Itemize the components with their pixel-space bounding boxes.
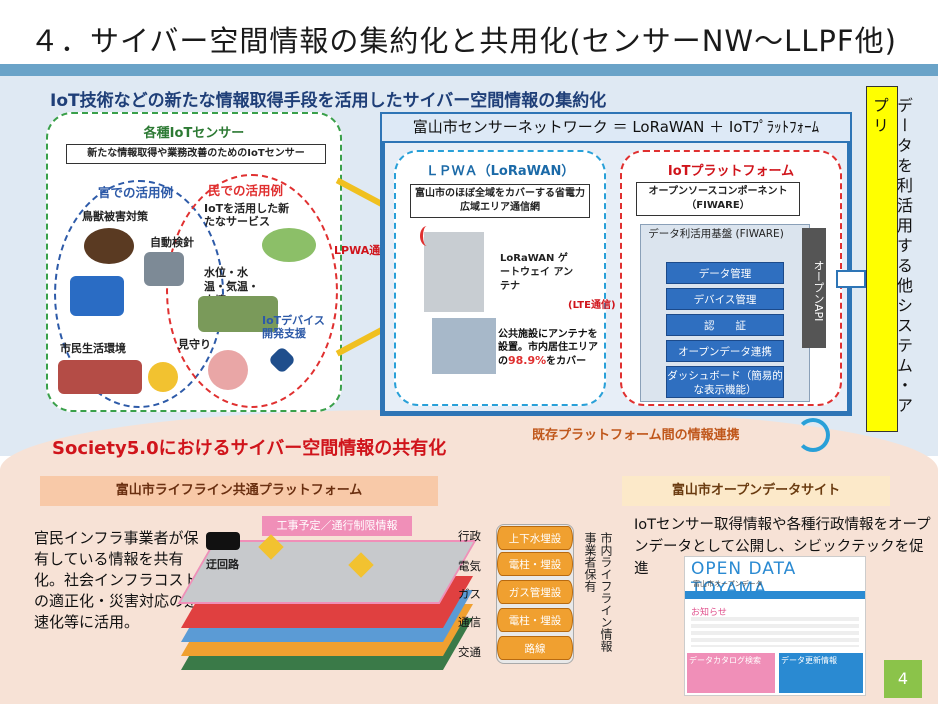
bus-icon [206,532,240,550]
child-icon [148,362,178,392]
layer-pole-2: 電柱・埋設 [497,608,573,632]
operator-vertical-label: 事業者保有 [583,532,597,592]
open-api-bar: オープンAPI [802,228,826,348]
sensor-item-wildlife: 鳥獣被害対策 [82,210,148,223]
detour-label: 迂回路 [206,558,239,571]
sector-electric: 電気 [458,559,481,573]
coverage-text: 公共施設にアンテナを設置。市内居住エリアの98.9%をカバー [498,328,602,368]
site-nav [685,591,865,599]
elderly-icon [208,350,248,390]
site-subtitle: 富山市オープンデータ [693,580,763,588]
gov-label: 官での活用例 [98,185,174,200]
fiware-base-label: データ利活用基盤 (FIWARE) [648,228,784,240]
device-management-button[interactable]: デバイス管理 [666,288,784,310]
truck-icon [70,276,124,316]
sector-telecom: 通信 [458,615,481,629]
opendata-title: 富山市オープンデータサイト [622,476,890,506]
section2-heading: Society5.0におけるサイバー空間情報の共有化 [52,438,447,459]
sector-gas: ガス [458,587,481,601]
lte-link-label: (LTE通信) [568,300,616,311]
antenna-icon [424,232,484,312]
sensor-item-service: IoTを活用した新たなサービス [204,202,290,228]
private-usage-circle [166,174,338,408]
sensor-item-device: IoTデバイス開発支援 [262,314,325,340]
layer-gaspipe: ガス管埋設 [497,580,573,604]
section1-heading: IoT技術などの新たな情報取得手段を活用したサイバー空間情報の集約化 [50,91,607,111]
coverage-post: をカバー [546,356,587,367]
sensor-title: 各種IoTセンサー [143,126,245,141]
layer-pole: 電柱・埋設 [497,552,573,576]
layer-water: 上下水埋設 [497,526,573,550]
meter-icon [144,252,184,286]
sensor-item-living: 市民生活環境 [60,342,126,355]
sync-arrow-icon [796,418,830,452]
sector-transport: 交通 [458,645,481,659]
layer-route: 路線 [497,636,573,660]
network-title: 富山市センサーネットワーク ＝ LoRaWAN ＋ IoTﾌﾟﾗｯﾄﾌｫｰﾑ [380,112,852,143]
page-title: ４．サイバー空間情報の集約化と共用化(センサーNW～LLPF他) [30,24,897,58]
iot-component: オープンソースコンポーネント （FIWARE） [636,182,800,216]
opendata-site-screenshot[interactable]: OPEN DATA TOYAMA 富山市オープンデータ お知らせ データカタログ… [684,556,866,696]
dashboard-button[interactable]: ダッシュボード（簡易的な表示機能） [666,366,784,398]
tram-icon [58,360,142,394]
platform-link-label: 既存プラットフォーム間の情報連携 [532,428,740,443]
boar-icon [84,228,134,264]
lpwa-desc: 富山市のほぼ全域をカバーする省電力広域エリア通信網 [410,184,590,218]
coverage-pre: 公共施設にアンテナを設置。市内居住エリアの [498,329,598,367]
construction-banner: 工事予定／通行制限情報 [262,516,412,536]
iot-platform-panel: IoTプラットフォーム オープンソースコンポーネント （FIWARE） データ利… [620,150,842,406]
sensor-subtitle: 新たな情報取得や業務改善のためのIoTセンサー [66,144,326,164]
private-label: 民での活用例 [208,183,284,198]
opendata-text: IoTセンサー取得情報や各種行政情報をオープンデータとして公開し、シビックテック… [634,517,931,577]
lpwa-panel: ＬＰＷＡ（LoRaWAN） 富山市のほぼ全域をカバーする省電力広域エリア通信網 … [394,150,606,406]
sensor-item-meter: 自動検針 [150,236,194,249]
signal-icon [420,226,434,246]
people-icon [262,228,316,262]
sensor-panel: 各種IoTセンサー 新たな情報取得や業務改善のためのIoTセンサー 官での活用例… [46,112,342,412]
gateway-label: LoRaWAN ゲートウェイ アンテナ [500,253,574,292]
data-management-button[interactable]: データ管理 [666,262,784,284]
site-news-list [691,617,859,647]
lpwa-link-label: LPWA通信 [334,244,392,257]
lpwa-title: ＬＰＷＡ（LoRaWAN） [425,164,575,179]
coverage-percent: 98.9% [508,354,547,367]
site-catalog[interactable]: データカタログ検索 [687,653,775,693]
other-systems-label: データを利活用する他システム・アプリ [866,86,913,432]
site-news: お知らせ [691,608,727,618]
lifeline-vertical-label: 市内ライフライン情報 [599,532,613,652]
other-systems-text: データを利活用する他システム・アプリ [870,97,913,417]
building-icon [432,318,496,374]
title-bar [0,64,938,76]
page-number: 4 [884,660,922,698]
field-icon [198,296,278,332]
site-updates[interactable]: データ更新情報 [779,653,863,693]
sector-admin: 行政 [458,529,481,543]
auth-button[interactable]: 認 証 [666,314,784,336]
iot-title: IoTプラットフォーム [667,164,795,179]
lifeline-text: 官民インフラ事業者が保有している情報を共有化。社会インフラコストの適正化・災害対… [34,529,200,631]
sensor-item-watch: 見守り [178,338,211,351]
bidirectional-arrow-icon [836,270,866,288]
lifeline-title: 富山市ライフライン共通プラットフォーム [40,476,438,506]
opendata-link-button[interactable]: オープンデータ連携 [666,340,784,362]
